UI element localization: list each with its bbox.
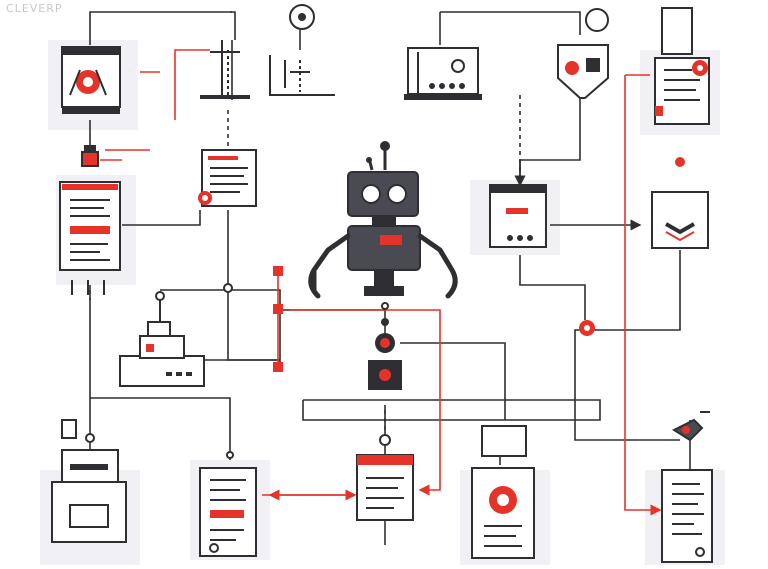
flask-node: [81, 145, 99, 167]
top-gauge-icon: [269, 4, 335, 96]
doc-gear-bottom: [471, 425, 535, 559]
panel-middle-right: [489, 184, 547, 248]
doc-bottom-center: [356, 434, 414, 521]
doc-top-right: [654, 7, 710, 125]
lab-stand-top: [200, 40, 250, 99]
doc-left-tall: [59, 181, 121, 295]
hub-node: [375, 318, 395, 353]
robot: [308, 141, 458, 299]
bus-nodes: [273, 266, 283, 372]
red-connectors: [100, 49, 662, 516]
junction-dots: [85, 283, 389, 459]
top-right-dial: [557, 8, 609, 99]
lab-machine: [119, 291, 205, 387]
doc-bottom-left: [199, 467, 257, 557]
gear-node-right: [579, 320, 595, 336]
doc-bottom-right: [661, 469, 713, 563]
valve-right: [671, 411, 710, 442]
laptop-stack: [51, 419, 127, 543]
scope-device: [404, 47, 482, 100]
box-chevrons-right: [651, 157, 709, 249]
doc-gear-top-left: [61, 46, 121, 114]
doc-center-left: [198, 149, 257, 207]
processor-node: [368, 360, 402, 390]
watermark-text: CLEVERP: [6, 2, 63, 15]
